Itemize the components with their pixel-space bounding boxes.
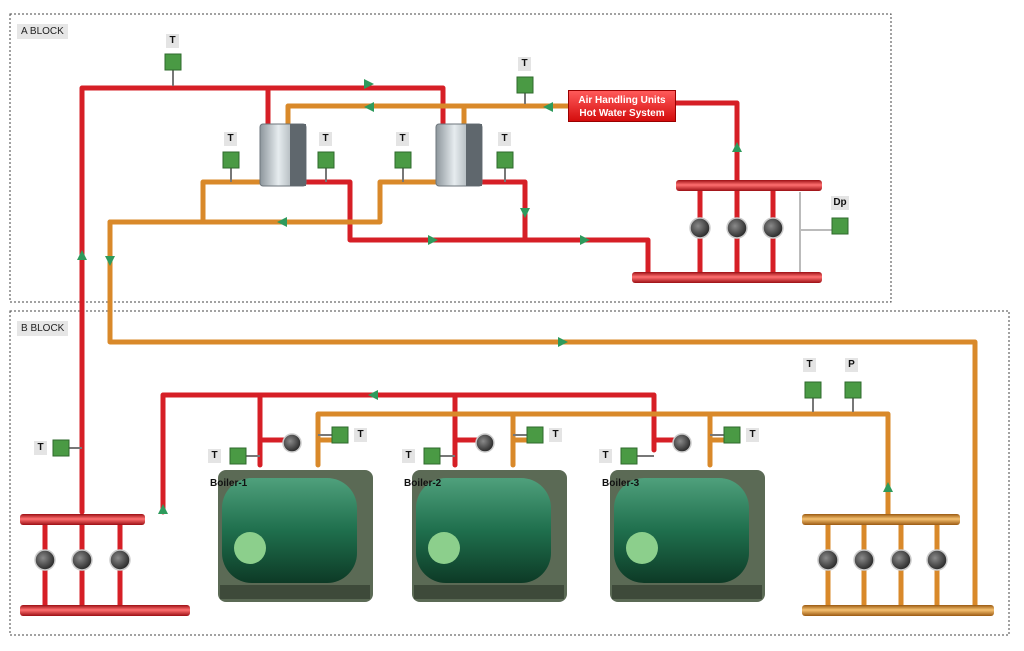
heat-exchanger-2[interactable] xyxy=(435,123,483,187)
pressure-sensor-tag: P xyxy=(845,358,858,372)
return-pipes xyxy=(107,103,978,611)
boiler-1-label: Boiler-1 xyxy=(210,478,248,489)
a-block-label: A BLOCK xyxy=(17,24,68,39)
ahu-label-line1: Air Handling Units xyxy=(578,95,666,106)
dp-impulse-lines xyxy=(799,192,832,272)
ahu-label-line2: Hot Water System xyxy=(579,108,665,119)
boiler-2-graphic[interactable] xyxy=(412,470,567,602)
temperature-sensor-tag: T xyxy=(746,428,759,442)
temperature-sensor-tag: T xyxy=(354,428,367,442)
temperature-sensor-tag: T xyxy=(224,132,237,146)
heat-exchanger-1[interactable] xyxy=(259,123,307,187)
b-block-label: B BLOCK xyxy=(17,321,69,336)
temperature-sensor-tag: T xyxy=(518,57,531,71)
a-block-headers xyxy=(632,180,822,283)
boiler-2-label: Boiler-2 xyxy=(404,478,442,489)
temperature-sensor-tag: T xyxy=(402,449,415,463)
temperature-sensor-tag: T xyxy=(208,449,221,463)
boiler-3-graphic[interactable] xyxy=(610,470,765,602)
a-block-frame xyxy=(9,13,892,303)
b-block-headers xyxy=(20,514,994,616)
temperature-sensor-tag: T xyxy=(166,34,179,48)
boiler-1-graphic[interactable] xyxy=(218,470,373,602)
ahu-hot-water-system[interactable]: Air Handling Units Hot Water System xyxy=(568,90,676,122)
dp-sensor-tag: Dp xyxy=(831,196,849,210)
temperature-sensor-tag: T xyxy=(319,132,332,146)
sensor-boxes[interactable] xyxy=(52,53,862,465)
flow-arrows xyxy=(77,79,893,514)
temperature-sensor-tag: T xyxy=(34,441,47,455)
temperature-sensor-tag: T xyxy=(599,449,612,463)
b-block-frame xyxy=(9,310,1010,636)
temperature-sensor-tag: T xyxy=(803,358,816,372)
temperature-sensor-tag: T xyxy=(498,132,511,146)
temperature-sensor-tag: T xyxy=(396,132,409,146)
pumps[interactable] xyxy=(34,217,948,571)
sensor-stems xyxy=(69,70,854,457)
boiler-3-label: Boiler-3 xyxy=(602,478,640,489)
temperature-sensor-tag: T xyxy=(549,428,562,442)
